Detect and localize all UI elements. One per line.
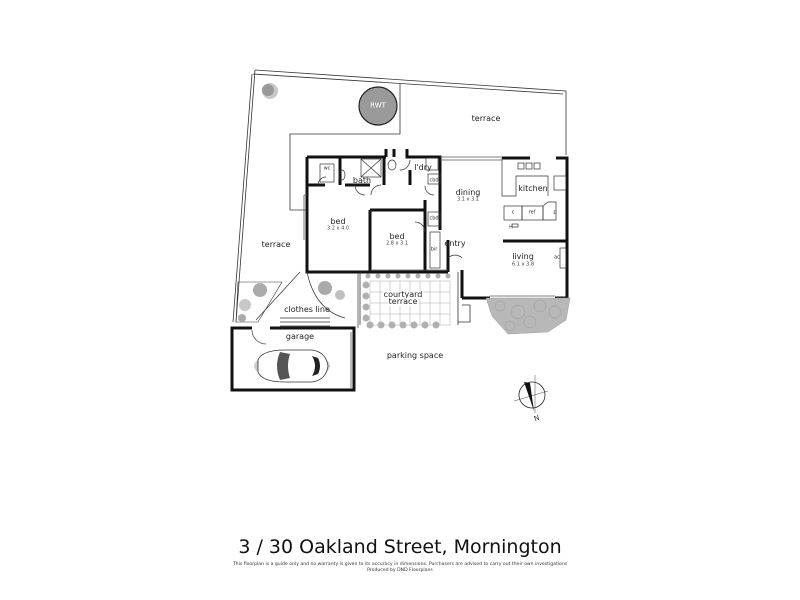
site-boundary <box>232 69 567 323</box>
property-address-title: 3 / 30 Oakland Street, Mornington <box>238 536 562 558</box>
left-garden <box>235 281 283 323</box>
garage-door <box>251 329 352 388</box>
courtyard-border <box>359 272 471 325</box>
rwt-tank <box>358 86 398 126</box>
compass-icon <box>513 375 549 413</box>
bath-label: bath <box>352 176 372 185</box>
parking-space-label: parking space <box>386 351 444 360</box>
courtyard-label-line2: terrace <box>387 297 419 306</box>
plant-icon <box>262 83 278 99</box>
laundry-label: l'dry <box>414 163 432 172</box>
windows <box>303 156 555 297</box>
bed2-dims: 2.8 x 3.1 <box>385 240 409 247</box>
kitchen-h-label: H <box>509 224 513 231</box>
dining-label: dining <box>455 188 481 197</box>
courtyard-label-line1: courtyard <box>382 290 424 299</box>
bed1-dims: 3.2 x 4.0 <box>326 225 350 232</box>
kitchen-fixtures <box>501 158 567 269</box>
dining-dims: 3.1 x 3.1 <box>456 196 480 203</box>
clothes-line-label: clothes line <box>284 305 330 314</box>
terrace-top-label: terrace <box>471 114 501 123</box>
courtyard-plants <box>362 273 451 329</box>
clothes-line-area <box>255 271 359 328</box>
garage-walls <box>230 326 356 392</box>
kitchen-p-label: p <box>553 209 557 216</box>
kitchen-label: kitchen <box>518 184 548 193</box>
living-ac-label: ac <box>554 254 560 261</box>
disclaimer: This floorplan is a guide only and no wa… <box>0 562 800 574</box>
kitchen-c-label: c <box>511 209 515 216</box>
car-icon <box>254 349 330 383</box>
bir-label: bir <box>430 246 438 253</box>
living-dims: 6.1 x 3.8 <box>511 261 535 268</box>
kitchen-ref-label: ref <box>528 209 536 216</box>
bed2-label: bed <box>389 232 405 241</box>
bathroom-fixtures <box>319 157 441 269</box>
terrace-left-label: terrace <box>261 240 291 249</box>
hall-cbd-label: cbd <box>429 215 439 222</box>
disclaimer-line2: Produced by DND Floorplans <box>367 568 433 574</box>
disclaimer-line1: This floorplan is a guide only and no wa… <box>232 562 568 567</box>
laundry-cbd-label: cbd <box>429 177 439 184</box>
garage-label: garage <box>285 332 315 341</box>
wc-label: wc <box>323 165 331 172</box>
living-label: living <box>512 252 534 261</box>
bed1-label: bed <box>330 217 346 226</box>
living-garden <box>485 297 571 335</box>
entry-label: entry <box>444 239 466 248</box>
rwt-label: RWT <box>370 101 386 110</box>
